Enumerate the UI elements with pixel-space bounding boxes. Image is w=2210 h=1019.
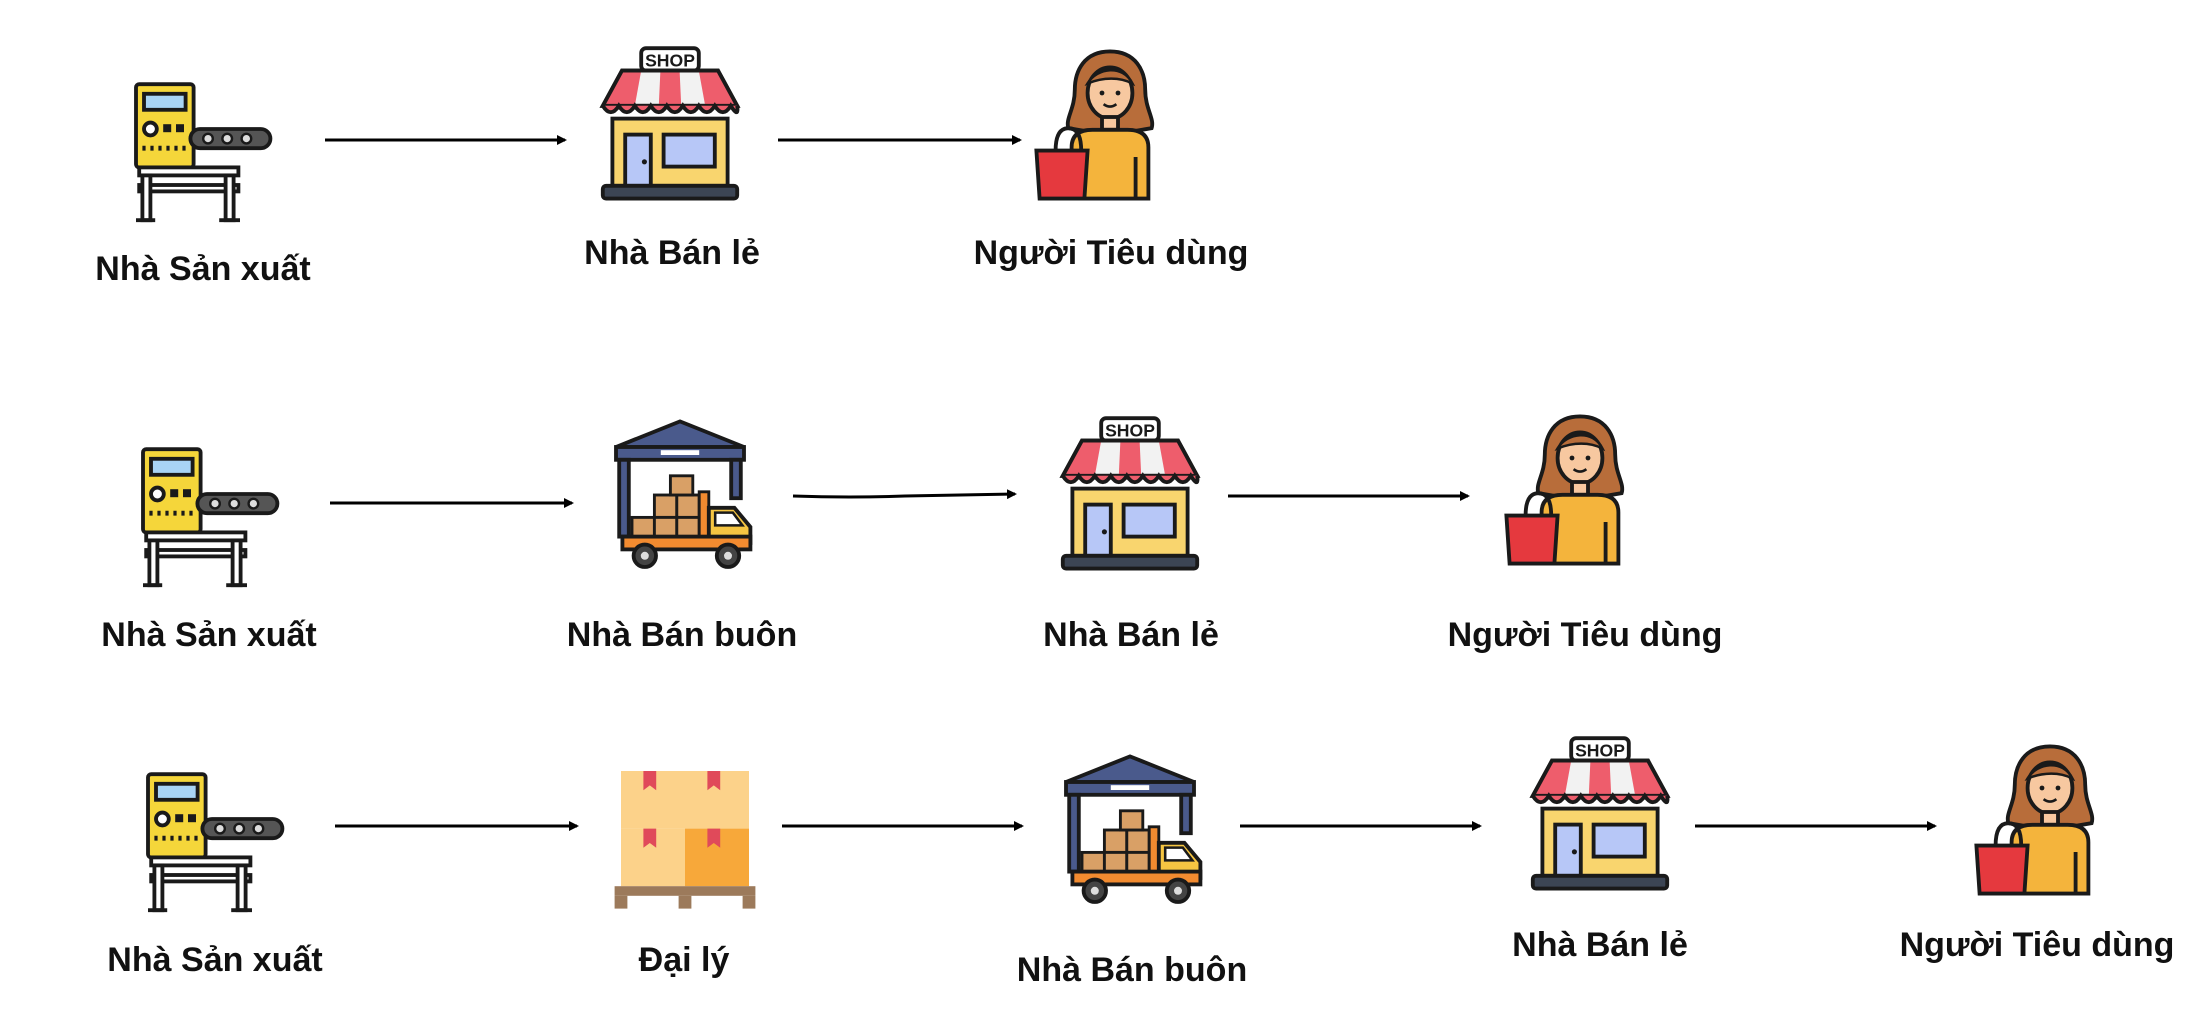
node-label: Người Tiêu dùng bbox=[973, 234, 1249, 272]
factory-icon-graphic bbox=[146, 772, 285, 913]
node-label: Người Tiêu dùng bbox=[1899, 926, 2175, 964]
wholesaler-icon bbox=[1050, 750, 1210, 910]
consumer-icon bbox=[1970, 740, 2130, 900]
svg-text:SHOP: SHOP bbox=[1575, 741, 1625, 761]
svg-text:SHOP: SHOP bbox=[645, 51, 695, 71]
flow-arrow bbox=[792, 489, 1017, 500]
wholesaler-icon-graphic bbox=[614, 419, 753, 569]
svg-text:SHOP: SHOP bbox=[1105, 421, 1155, 441]
node-label: Đại lý bbox=[638, 941, 730, 979]
node-label: Nhà Bán buôn bbox=[566, 616, 798, 654]
consumer-icon bbox=[1500, 410, 1660, 570]
node-label: Người Tiêu dùng bbox=[1447, 616, 1723, 654]
node-label: Nhà Sản xuất bbox=[95, 250, 311, 288]
consumer-icon bbox=[1030, 45, 1190, 205]
consumer-icon-graphic bbox=[1974, 744, 2095, 896]
factory-icon-graphic bbox=[141, 447, 280, 588]
consumer-icon-graphic bbox=[1504, 414, 1625, 566]
agent-icon bbox=[605, 755, 765, 915]
factory-icon bbox=[132, 755, 292, 915]
factory-icon-graphic bbox=[134, 82, 273, 223]
agent-icon-graphic bbox=[614, 771, 756, 909]
wholesaler-icon-graphic bbox=[1064, 754, 1203, 904]
node-label: Nhà Bán lẻ bbox=[584, 234, 760, 272]
shop-icon-graphic: SHOP bbox=[1059, 416, 1201, 571]
node-label: Nhà Bán lẻ bbox=[1512, 926, 1688, 964]
node-label: Nhà Bán lẻ bbox=[1043, 616, 1219, 654]
node-label: Nhà Sản xuất bbox=[107, 941, 323, 979]
shop-icon: SHOP bbox=[1050, 415, 1210, 575]
shop-icon: SHOP bbox=[590, 45, 750, 205]
factory-icon bbox=[120, 65, 280, 225]
shop-icon-graphic: SHOP bbox=[599, 46, 741, 201]
wholesaler-icon bbox=[600, 415, 760, 575]
node-label: Nhà Sản xuất bbox=[101, 616, 317, 654]
node-label: Nhà Bán buôn bbox=[1016, 951, 1248, 989]
consumer-icon-graphic bbox=[1034, 49, 1155, 201]
factory-icon bbox=[127, 430, 287, 590]
shop-icon: SHOP bbox=[1520, 735, 1680, 895]
shop-icon-graphic: SHOP bbox=[1529, 736, 1671, 891]
